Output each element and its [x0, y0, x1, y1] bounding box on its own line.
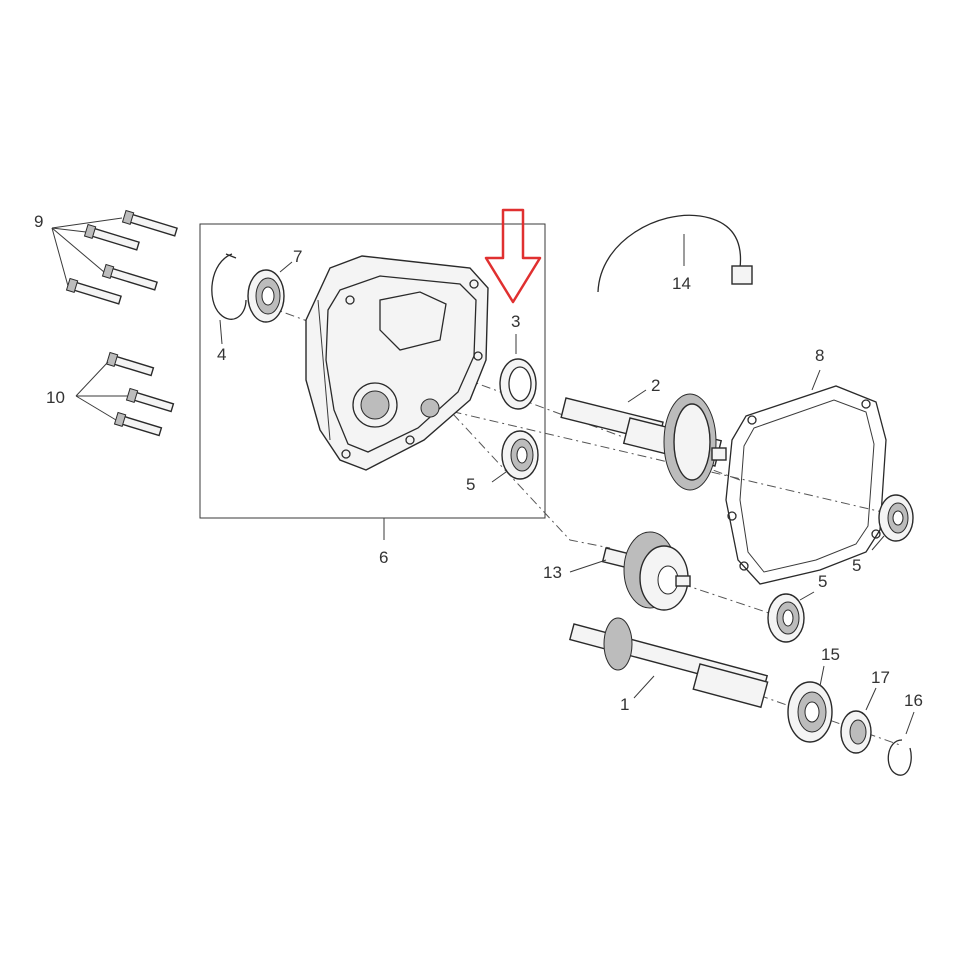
label-part-8: 8	[815, 346, 824, 365]
bolts-10	[75, 351, 175, 437]
label-part-2: 2	[651, 376, 660, 395]
bearing-5-housing	[491, 430, 539, 483]
assembly-box-6	[199, 223, 546, 519]
label-part-6: 6	[379, 548, 388, 567]
wire-14	[597, 214, 753, 293]
bearing-5-right	[871, 494, 914, 551]
part-labels: 1 2 3 4 5 5 5 6 7 8 9 10 13 14 15 16 17	[34, 212, 923, 714]
shaft-1	[569, 617, 769, 709]
label-part-15: 15	[821, 645, 840, 664]
label-part-13: 13	[543, 563, 562, 582]
label-part-5-housing: 5	[466, 475, 475, 494]
gear-13	[569, 531, 691, 611]
label-part-5-right: 5	[852, 556, 861, 575]
highlight-arrow	[484, 208, 542, 304]
gasket-8	[725, 369, 887, 585]
bushing-17	[840, 687, 877, 754]
bearing-5-lower	[767, 591, 815, 643]
oil-seal-3	[499, 334, 537, 410]
shaft-gear-2	[560, 389, 727, 491]
label-part-17: 17	[871, 668, 890, 687]
circlip-4	[211, 253, 247, 345]
label-part-4: 4	[217, 345, 226, 364]
bolts-9	[51, 209, 178, 305]
bearing-15	[787, 665, 833, 743]
label-part-14: 14	[672, 274, 691, 293]
label-part-5-lower: 5	[818, 572, 827, 591]
circlip-16	[887, 711, 915, 776]
label-part-9: 9	[34, 212, 43, 231]
housing-6	[305, 255, 489, 471]
label-part-7: 7	[293, 247, 302, 266]
bearing-7	[247, 261, 293, 323]
label-part-16: 16	[904, 691, 923, 710]
label-part-10: 10	[46, 388, 65, 407]
label-part-1: 1	[620, 695, 629, 714]
axis-lines	[249, 299, 901, 746]
label-part-3: 3	[511, 312, 520, 331]
